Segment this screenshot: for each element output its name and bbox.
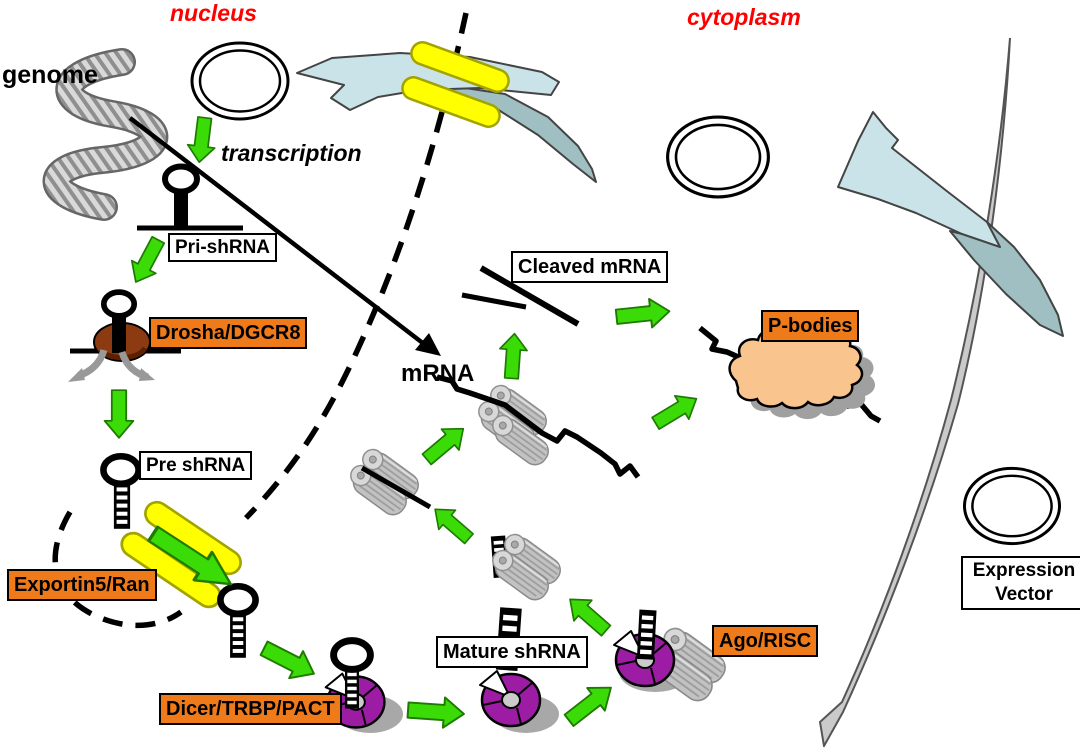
- mature-shrna-label: Mature shRNA: [436, 636, 588, 668]
- process-arrow-icon: [417, 417, 473, 471]
- process-arrow-icon: [256, 633, 322, 689]
- process-arrow-icon: [406, 693, 466, 731]
- drosha-dgcr8-label: Drosha/DGCR8: [149, 317, 308, 349]
- dicer-donut-icon: [324, 641, 403, 733]
- plasmid-icon: [666, 115, 770, 199]
- plasmid-icon: [190, 41, 290, 121]
- drosha-protein-icon: [68, 292, 181, 382]
- cleavage-arrows-icon: [68, 348, 155, 382]
- pri-shrna-label: Pri-shRNA: [168, 233, 278, 262]
- mrna-strand: [436, 374, 641, 479]
- cleaved-mrna-label: Cleaved mRNA: [511, 251, 669, 283]
- dicer-trbp-pact-label: Dicer/TRBP/PACT: [159, 693, 342, 725]
- process-arrow-icon: [103, 389, 135, 439]
- cell-membrane-curve: [818, 37, 1011, 747]
- exportin5-ran-label: Exportin5/Ran: [7, 569, 157, 601]
- expression-vector-label: Expression Vector: [961, 556, 1080, 610]
- cytoplasm-region-label: cytoplasm: [687, 4, 801, 30]
- transcription-label: transcription: [221, 140, 362, 166]
- process-arrow-icon: [497, 331, 529, 381]
- process-arrow-icon: [425, 498, 479, 550]
- genome-label: genome: [2, 61, 98, 89]
- risc-gears-icon: [470, 379, 554, 471]
- process-arrow-icon: [122, 232, 172, 290]
- dicer-donut-icon: [478, 607, 559, 733]
- pri-shrna-hairpin-icon: [137, 167, 243, 231]
- ago-donut-icon: [612, 609, 732, 707]
- process-arrow-icon: [560, 588, 616, 642]
- expression-vector-line1: Expression: [972, 560, 1076, 581]
- cleaved-mrna-fragment: [461, 265, 580, 327]
- exported-shrna-hairpin-icon: [220, 586, 255, 658]
- process-arrow-icon: [614, 295, 672, 333]
- pre-shrna-label: Pre shRNA: [139, 451, 253, 480]
- p-bodies-label: P-bodies: [761, 310, 860, 342]
- pbody-cloud-icon: [698, 323, 882, 424]
- ago-risc-label: Ago/RISC: [712, 625, 819, 657]
- expression-vector-line2: Vector: [994, 584, 1054, 605]
- pre-shrna-hairpin-icon: [103, 456, 138, 529]
- mrna-label: mRNA: [401, 360, 475, 387]
- nucleus-region-label: nucleus: [170, 0, 257, 26]
- risc-gears-icon: [342, 443, 432, 521]
- process-arrow-icon: [559, 675, 621, 733]
- process-arrow-icon: [184, 115, 220, 165]
- transfection-ribbon-arrow-icon: [837, 111, 1064, 337]
- risc-gears-icon: [484, 528, 566, 606]
- process-arrow-icon: [647, 386, 705, 436]
- plasmid-icon: [962, 466, 1062, 546]
